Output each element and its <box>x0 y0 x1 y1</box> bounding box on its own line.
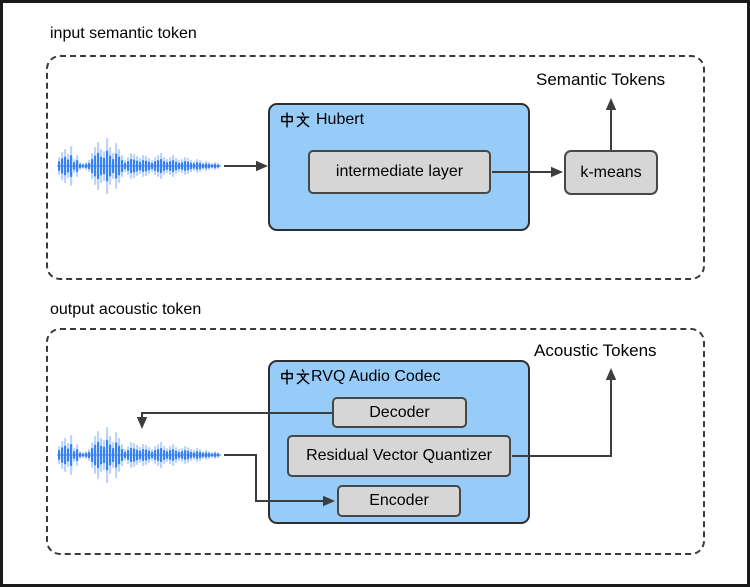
cjk-zhongwen-glyphs <box>279 369 311 385</box>
semantic-section-box <box>46 55 705 280</box>
intermediate-layer-box: intermediate layer <box>308 150 491 194</box>
semantic-section-title: input semantic token <box>50 25 197 42</box>
encoder-box: Encoder <box>337 485 461 517</box>
decoder-box: Decoder <box>332 397 467 428</box>
acoustic-tokens-label: Acoustic Tokens <box>534 341 657 360</box>
kmeans-box: k-means <box>564 150 658 195</box>
decoder-label: Decoder <box>369 403 430 421</box>
intermediate-layer-label: intermediate layer <box>335 163 464 180</box>
audio-waveform-output <box>57 427 221 483</box>
cjk-wen-icon <box>296 112 310 128</box>
hubert-model-title-text: Hubert <box>316 111 365 128</box>
hubert-model-title: Hubert <box>279 110 364 130</box>
acoustic-section-box <box>46 328 705 555</box>
rvq-codec-model-title-text: RVQ Audio Codec <box>311 368 441 385</box>
semantic-tokens-label: Semantic Tokens <box>536 70 666 89</box>
cjk-zhong-icon <box>281 112 293 128</box>
cjk-wen-icon <box>296 369 310 385</box>
acoustic-section-title: output acoustic token <box>50 301 202 318</box>
residual-vector-quantizer-label: Residual Vector Quantizer <box>306 447 492 464</box>
cjk-zhongwen-glyphs <box>279 112 311 128</box>
residual-vector-quantizer-box: Residual Vector Quantizer <box>287 435 511 477</box>
audio-waveform-input <box>57 138 221 194</box>
encoder-label: Encoder <box>369 492 429 509</box>
rvq-codec-model-title: RVQ Audio Codec <box>279 367 441 387</box>
cjk-zhong-icon <box>281 369 293 385</box>
kmeans-label: k-means <box>580 163 642 181</box>
